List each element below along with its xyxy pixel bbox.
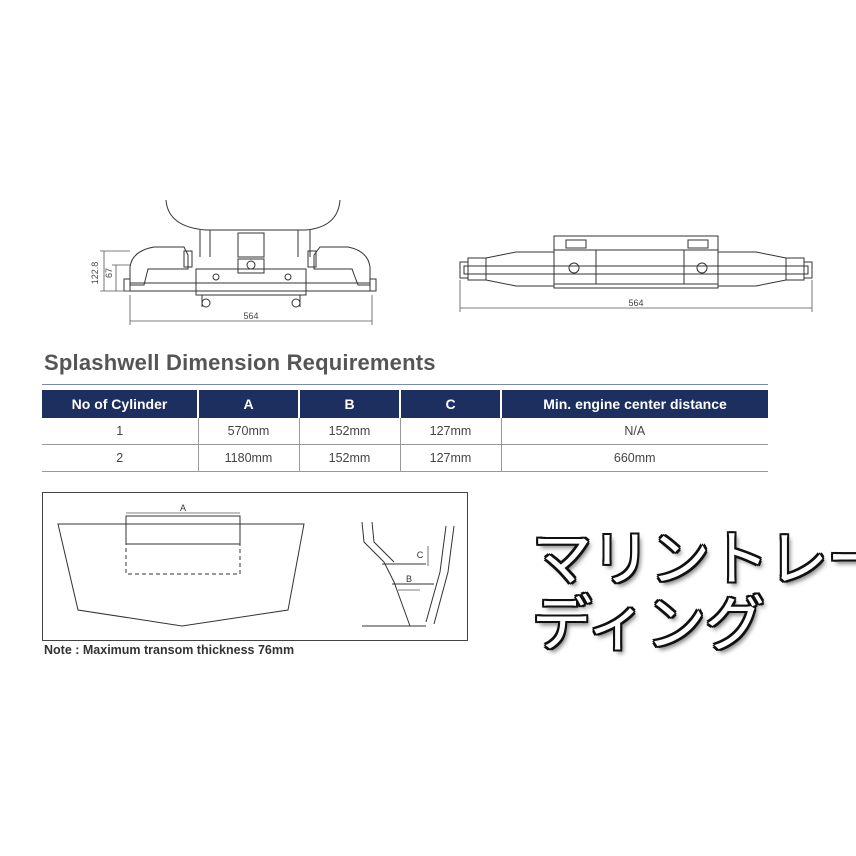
front-width-label: 564 <box>243 311 258 321</box>
side-width-label: 564 <box>628 298 643 308</box>
transom-note: Note : Maximum transom thickness 76mm <box>44 643 295 657</box>
table-cell: 660mm <box>500 444 768 472</box>
table-cell: 570mm <box>197 418 299 445</box>
header-b: B <box>298 390 400 418</box>
table-cell: 127mm <box>399 418 501 445</box>
title-divider <box>42 384 768 385</box>
section-title: Splashwell Dimension Requirements <box>44 350 436 375</box>
table-cell: 152mm <box>298 418 400 445</box>
front-height-total-label: 122.8 <box>90 262 100 285</box>
table-row: 2 1180mm 152mm 127mm 660mm <box>42 444 768 472</box>
table-cell: 152mm <box>298 444 400 472</box>
label-b: B <box>406 574 412 584</box>
label-c: C <box>417 550 424 560</box>
table-row: 1 570mm 152mm 127mm N/A <box>42 418 768 445</box>
header-cylinders: No of Cylinder <box>42 390 198 418</box>
table-header-row: No of Cylinder A B C Min. engine center … <box>42 390 768 418</box>
header-a: A <box>197 390 299 418</box>
table-cell: 1180mm <box>197 444 299 472</box>
header-engine-distance: Min. engine center distance <box>500 390 768 418</box>
front-height-small-label: 67 <box>104 268 114 278</box>
overlay-watermark-line2: ディング <box>532 590 765 660</box>
dimension-table: No of Cylinder A B C Min. engine center … <box>42 390 768 472</box>
header-c: C <box>399 390 501 418</box>
side-view-drawing: 564 <box>459 235 813 312</box>
table-cell: 127mm <box>399 444 501 472</box>
overlay-watermark-line1: マリントレー <box>532 525 856 595</box>
table-cell: 1 <box>42 418 198 445</box>
label-a: A <box>180 503 186 513</box>
front-view-drawing: 122.8 67 564 <box>90 199 377 325</box>
splashwell-diagram: A C B <box>42 492 468 641</box>
table-cell: 2 <box>42 444 198 472</box>
table-cell: N/A <box>500 418 768 445</box>
